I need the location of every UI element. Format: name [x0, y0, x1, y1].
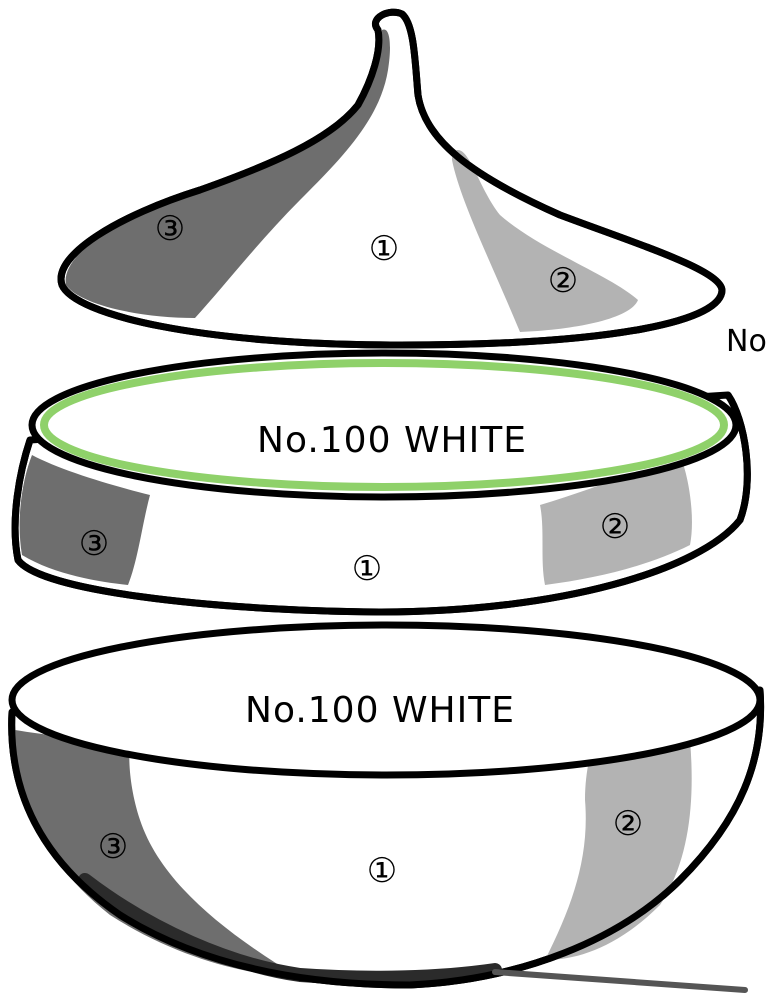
bottom-zone-2-label: ② [613, 804, 643, 844]
top-piece: ③ ① ② [61, 12, 722, 345]
top-zone-1-label: ① [369, 229, 399, 269]
top-zone-3-label: ③ [155, 209, 185, 249]
cropped-label: No [726, 324, 767, 359]
middle-piece: No.100 WHITE ③ ① ② [15, 353, 747, 612]
middle-zone-1-label: ① [352, 549, 382, 589]
bottom-zone-3-label: ③ [98, 827, 128, 867]
middle-face-label: No.100 WHITE [257, 420, 527, 461]
leader-line [495, 972, 745, 990]
bottom-piece: No.100 WHITE ③ ① ② [12, 625, 761, 985]
middle-zone-2-label: ② [600, 507, 630, 547]
middle-zone-3-label: ③ [79, 524, 109, 564]
top-zone-2-label: ② [548, 261, 578, 301]
bottom-zone-1-label: ① [367, 851, 397, 891]
bottom-face-label: No.100 WHITE [245, 690, 515, 731]
